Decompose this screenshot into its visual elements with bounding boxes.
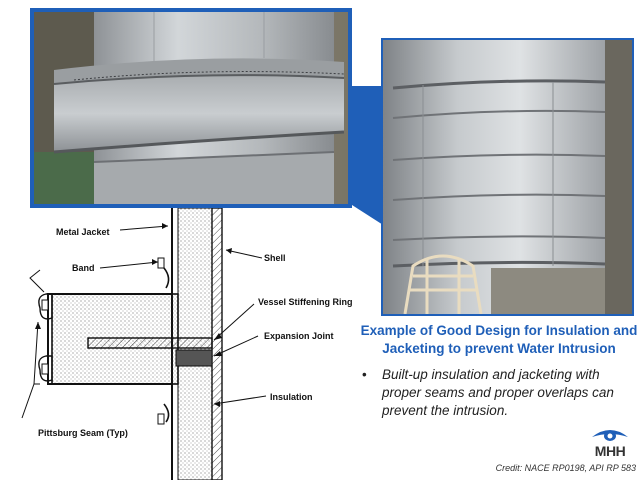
logo-text: MHH <box>594 443 626 459</box>
credit-text: Credit: NACE RP0198, API RP 583 <box>495 463 636 473</box>
label-expansion-joint: Expansion Joint <box>264 331 334 341</box>
insulation-section-diagram <box>21 208 267 480</box>
label-pitsburg-seam: Pittsburg Seam (Typ) <box>38 428 128 438</box>
label-insulation: Insulation <box>270 392 313 402</box>
caption-bullet: • Built-up insulation and jacketing with… <box>362 366 634 420</box>
bullet-dot: • <box>362 367 367 382</box>
label-shell: Shell <box>264 253 286 263</box>
vessel-photo <box>381 38 634 316</box>
mhh-logo: MHH <box>586 423 634 463</box>
caption-bullet-text: Built-up insulation and jacketing with p… <box>382 367 614 418</box>
closeup-photo <box>30 8 352 208</box>
label-metal-jacket: Metal Jacket <box>56 227 110 237</box>
caption-title: Example of Good Design for Insulation an… <box>360 323 638 356</box>
label-band: Band <box>72 263 95 273</box>
label-stiffening-ring: Vessel Stiffening Ring <box>258 297 353 307</box>
eye-icon <box>592 430 628 441</box>
